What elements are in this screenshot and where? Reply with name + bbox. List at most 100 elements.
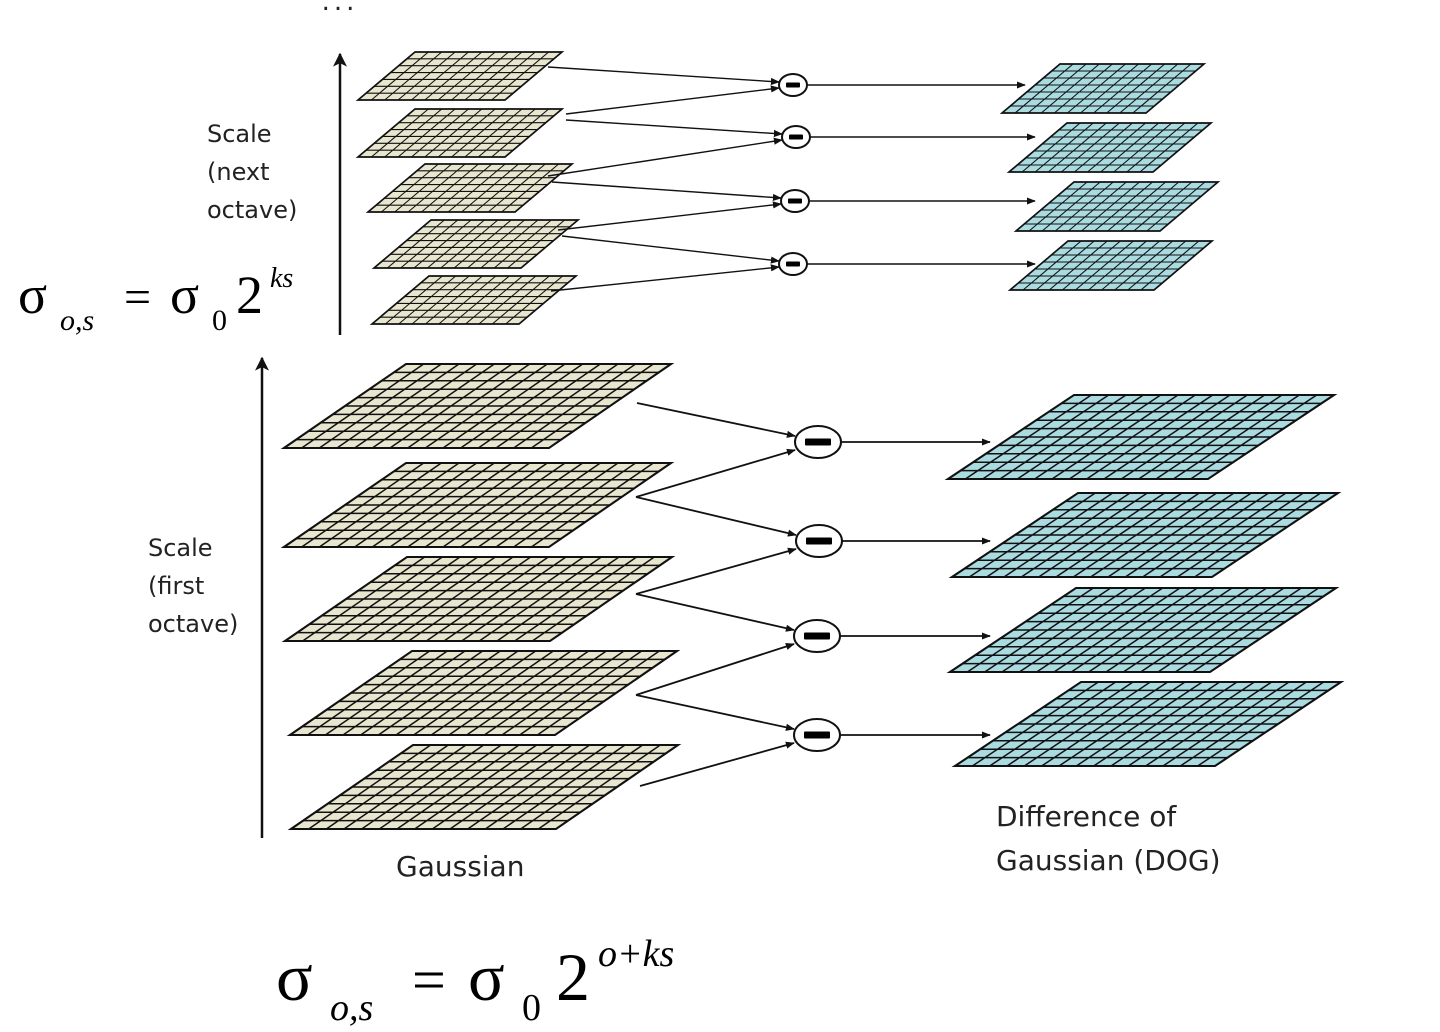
first-arrow-in-a-3 — [635, 593, 795, 632]
next-octave-label-line1: Scale — [207, 120, 272, 148]
formula-bottom-sigma: σ — [276, 939, 313, 1015]
next-arrow-in-a-4 — [561, 235, 780, 264]
next-dog-layer-3-grid-lines — [1024, 181, 1210, 232]
first-gaussian-layer-2 — [280, 461, 675, 549]
formula-top-sub0: 0 — [212, 304, 227, 337]
next-gaussian-layer-4-plane — [371, 219, 581, 269]
next-dog-layer-3-plane — [1013, 181, 1221, 232]
ellipsis-text: ... — [322, 0, 359, 17]
next-gaussian-layer-3 — [365, 163, 575, 213]
next-minus-1-icon-bar — [786, 82, 800, 88]
first-minus-1-icon — [794, 425, 842, 459]
next-gaussian-layer-2-grid-lines — [366, 108, 554, 158]
first-octave-label: Scale (first octave) — [148, 534, 238, 638]
formula-top-exp: ks — [270, 263, 293, 294]
next-gaussian-layer-3-plane — [365, 163, 575, 213]
formula-bottom-sub: o,s — [330, 987, 373, 1029]
first-dog-layer-1-grid-lines — [960, 394, 1322, 480]
formula-next-octave: σ o,s = σ 0 2 ks — [18, 263, 293, 337]
next-gaussian-layer-5 — [369, 275, 579, 325]
first-gaussian-layer-1 — [280, 362, 675, 450]
next-gaussian-layer-3-grid-lines — [376, 163, 564, 213]
dog-label-line2: Gaussian (DOG) — [996, 844, 1221, 877]
first-octave-label-line2: (first — [148, 572, 204, 600]
dog-label-line1: Difference of — [996, 800, 1177, 833]
minus-group — [778, 73, 843, 752]
first-minus-3-icon — [793, 619, 841, 653]
next-dog-layer-4-plane — [1007, 240, 1215, 291]
gaussian-label: Gaussian — [396, 850, 524, 883]
first-dog-layer-4 — [951, 680, 1345, 768]
next-gaussian-layer-5-grid-lines — [380, 275, 568, 325]
first-arrow-in-a-2 — [635, 496, 797, 537]
next-dog-layer-2 — [1006, 122, 1214, 173]
first-arrow-in-a-4 — [635, 694, 795, 731]
first-dog-layer-4-grid-lines — [967, 681, 1329, 767]
next-arrow-in-a-1 — [547, 66, 780, 86]
first-minus-2-icon-bar — [806, 537, 832, 545]
formula-top-sigma: σ — [18, 265, 47, 325]
next-arrow-in-b-4 — [550, 264, 780, 292]
first-arrow-in-b-4 — [639, 741, 795, 787]
next-octave-label-line3: octave) — [207, 196, 297, 224]
next-minus-4-icon — [778, 252, 808, 276]
first-octave-label-line1: Scale — [148, 534, 213, 562]
next-dog-layer-4-grid-lines — [1018, 240, 1204, 291]
next-minus-3-icon-bar — [788, 198, 802, 204]
first-arrow-in-a-1 — [636, 402, 796, 438]
next-gaussian-layer-1-plane — [355, 51, 565, 101]
first-arrow-in-b-1 — [635, 448, 796, 498]
next-gaussian-layer-5-plane — [369, 275, 579, 325]
layer-stack — [280, 51, 1345, 831]
formula-bottom-sub0: 0 — [522, 987, 541, 1029]
next-dog-layer-1-grid-lines — [1010, 63, 1196, 114]
next-minus-3-icon — [780, 189, 810, 213]
formula-top-sigma0: σ — [170, 265, 199, 325]
formula-bottom-exp: o+ks — [598, 933, 674, 975]
first-arrow-in-b-3 — [635, 643, 795, 696]
next-gaussian-layer-4-grid-lines — [382, 219, 570, 269]
first-dog-layer-2-grid-lines — [964, 492, 1326, 578]
first-gaussian-layer-5 — [287, 743, 682, 831]
next-octave-label-line2: (next — [207, 158, 270, 186]
first-gaussian-layer-4-grid-lines — [302, 650, 665, 736]
first-dog-layer-2 — [948, 491, 1342, 579]
first-minus-3-icon-bar — [804, 632, 830, 640]
first-dog-layer-1 — [944, 393, 1338, 481]
next-dog-layer-1 — [999, 63, 1207, 114]
next-octave-label: Scale (next octave) — [207, 120, 297, 224]
first-dog-layer-3 — [946, 586, 1340, 674]
first-minus-1-icon-bar — [805, 438, 831, 446]
next-dog-layer-3 — [1013, 181, 1221, 232]
next-minus-2-icon-bar — [789, 134, 803, 140]
next-minus-2-icon — [781, 125, 811, 149]
first-dog-layer-3-grid-lines — [962, 587, 1324, 673]
next-dog-layer-2-plane — [1006, 122, 1214, 173]
first-gaussian-layer-4 — [286, 649, 681, 737]
next-dog-layer-2-grid-lines — [1017, 122, 1203, 173]
formula-bottom-sigma0: σ — [468, 939, 505, 1015]
next-gaussian-layer-2-plane — [355, 108, 565, 158]
formula-bottom-base: 2 — [556, 939, 590, 1015]
first-gaussian-layer-3-grid-lines — [297, 556, 660, 642]
first-arrow-in-b-2 — [635, 547, 797, 595]
next-gaussian-layer-2 — [355, 108, 565, 158]
first-minus-4-icon — [793, 718, 841, 752]
next-dog-layer-1-plane — [999, 63, 1207, 114]
next-minus-4-icon-bar — [786, 261, 800, 267]
first-minus-4-icon-bar — [804, 731, 830, 739]
next-arrow-in-a-3 — [551, 181, 782, 202]
next-gaussian-layer-1 — [355, 51, 565, 101]
formula-top-sub: o,s — [60, 304, 94, 337]
formula-bottom-eq: = — [412, 947, 446, 1013]
first-gaussian-layer-5-grid-lines — [303, 744, 666, 830]
next-arrow-in-a-2 — [565, 119, 783, 138]
first-gaussian-layer-1-grid-lines — [296, 363, 659, 449]
next-minus-1-icon — [778, 73, 808, 97]
formula-top-base: 2 — [236, 265, 263, 325]
first-gaussian-layer-3 — [281, 555, 676, 643]
next-arrow-in-b-2 — [547, 137, 783, 177]
first-minus-2-icon — [795, 524, 843, 558]
arrow-group — [547, 66, 1036, 787]
